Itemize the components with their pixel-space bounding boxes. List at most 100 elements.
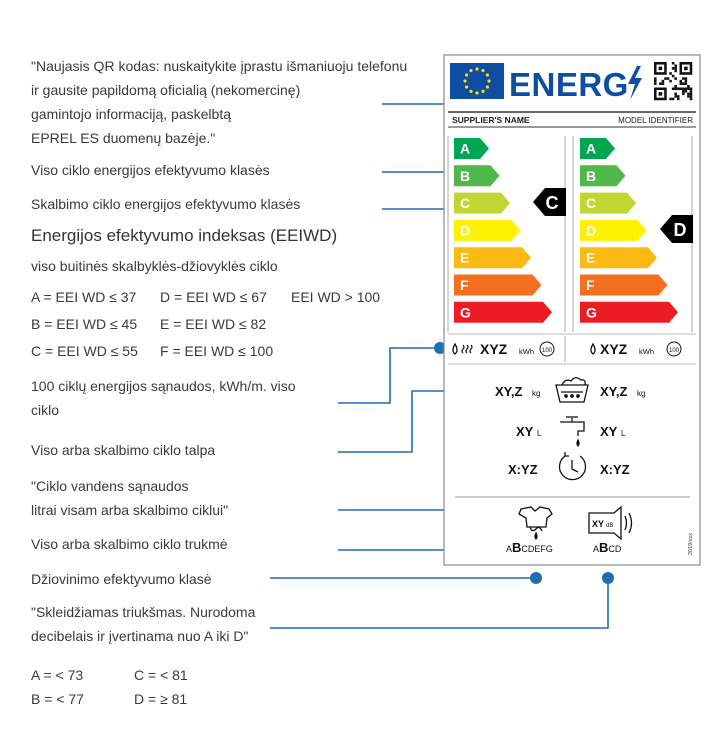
duration-value-full: X:YZ xyxy=(508,462,538,477)
eu-star xyxy=(463,79,467,83)
class-bar-d xyxy=(580,219,647,241)
laundry-basket-icon xyxy=(555,377,589,403)
dot-energy xyxy=(434,342,446,354)
eei-a: A = EEI WD ≤ 37 xyxy=(31,289,137,305)
connector-energy xyxy=(338,347,440,404)
supplier-name: SUPPLIER'S NAME xyxy=(452,115,530,125)
eei-b: B = EEI WD ≤ 45 xyxy=(31,316,138,332)
spin-drying-icon xyxy=(518,506,553,540)
noise-text-line1: "Skleidžiamas triukšmas. Nurodoma xyxy=(31,604,256,620)
water-text-line1: "Ciklo vandens sąnaudos xyxy=(31,478,189,494)
svg-text:XYZ: XYZ xyxy=(480,341,508,357)
class-letter-a: A xyxy=(460,141,470,157)
water-unit-full: L xyxy=(537,429,542,438)
class-letter-f: F xyxy=(586,277,595,293)
eei-e: E = EEI WD ≤ 82 xyxy=(160,316,267,332)
capacity-text: Viso arba skalbimo ciklo talpa xyxy=(31,442,216,458)
svg-text:100: 100 xyxy=(669,348,680,354)
eei-d: D = EEI WD ≤ 67 xyxy=(160,289,267,305)
qr-note-line1: "Naujasis QR kodas: nuskaitykite įprastu… xyxy=(31,58,408,74)
class-bar-b xyxy=(580,165,626,187)
class-letter-f: F xyxy=(460,277,469,293)
eu-star xyxy=(481,69,485,73)
class-bar-a xyxy=(580,138,615,159)
class-scale-full: ABCDEFG xyxy=(454,138,552,323)
regulation-number: 2019/xxx xyxy=(688,533,694,555)
class-bar-d xyxy=(454,219,521,241)
svg-text:100: 100 xyxy=(542,348,553,354)
connector-noise xyxy=(270,578,609,629)
eei-subtitle: viso buitinės skalbyklės-džiovyklės cikl… xyxy=(31,258,278,274)
energy-consumption-wash: XYZ kWh 100 xyxy=(590,341,682,357)
energy-consumption-full: XYZ kWh 100 xyxy=(452,341,555,357)
model-identifier: MODEL IDENTIFIER xyxy=(618,116,693,125)
noise-a: A = < 73 xyxy=(31,667,84,683)
eei-g: EEI WD > 100 xyxy=(291,289,381,305)
energy-label: ENERG SUPPLIER'S NAME MODEL IDENTIFIER A… xyxy=(443,54,701,566)
eu-star xyxy=(485,73,489,77)
noise-db-value: XY xyxy=(592,519,604,529)
clock-icon xyxy=(558,452,587,481)
eu-star xyxy=(469,89,473,93)
spin-scale: ABCDEFG xyxy=(506,540,553,555)
svg-text:D: D xyxy=(674,220,687,240)
water-tap-icon xyxy=(560,416,585,447)
eei-c: C = EEI WD ≤ 55 xyxy=(31,343,138,359)
svg-text:C: C xyxy=(546,193,559,213)
capacity-value-wash: XY,Z xyxy=(600,384,628,399)
class-bar-e xyxy=(454,247,531,269)
class-bar-c xyxy=(580,192,636,214)
class-bar-c xyxy=(454,192,510,214)
capacity-unit-wash: kg xyxy=(637,389,645,398)
class-letter-c: C xyxy=(460,195,470,211)
dot-spin xyxy=(530,572,542,584)
eei-f: F = EEI WD ≤ 100 xyxy=(160,343,274,359)
class-bar-b xyxy=(454,165,500,187)
qr-code-icon xyxy=(654,62,693,101)
speaker-icon xyxy=(588,505,633,541)
class-letter-d: D xyxy=(460,222,470,238)
qr-note-line3: gamintojo informaciją, paskelbtą xyxy=(31,106,231,122)
eu-star xyxy=(481,89,485,93)
eu-star xyxy=(475,67,479,71)
drop-icon xyxy=(452,342,458,355)
class-letter-g: G xyxy=(460,304,471,320)
eu-star xyxy=(475,91,479,95)
class-letter-c: C xyxy=(586,195,596,211)
class-scale-wash: ABCDEFG xyxy=(580,138,678,323)
dot-noise xyxy=(602,572,614,584)
drop-icon xyxy=(590,342,596,355)
class-bar-a xyxy=(454,138,489,159)
full-cycle-class-text: Viso ciklo energijos efektyvumo klasės xyxy=(31,162,270,178)
svg-text:XYZ: XYZ xyxy=(600,341,628,357)
waves-icon xyxy=(461,344,473,354)
class-letter-e: E xyxy=(586,250,595,266)
eu-star xyxy=(487,79,491,83)
energy-text-line2: ciklo xyxy=(31,402,60,418)
class-letter-b: B xyxy=(586,168,596,184)
class-bar-g xyxy=(454,301,552,323)
class-indicator-full: C xyxy=(533,188,566,216)
svg-text:kWh: kWh xyxy=(519,347,534,356)
class-bar-f xyxy=(454,274,542,296)
capacity-unit-full: kg xyxy=(532,389,540,398)
class-bar-e xyxy=(580,247,657,269)
capacity-value-full: XY,Z xyxy=(495,384,523,399)
noise-scale: ABCD xyxy=(593,540,622,555)
duration-text: Viso arba skalbimo ciklo trukmė xyxy=(31,536,228,552)
class-letter-a: A xyxy=(586,141,596,157)
svg-text:kWh: kWh xyxy=(639,347,654,356)
water-value-wash: XY xyxy=(600,424,618,439)
class-letter-g: G xyxy=(586,304,597,320)
noise-c: C = < 81 xyxy=(134,667,188,683)
eu-star xyxy=(465,85,469,89)
eu-star xyxy=(485,85,489,89)
duration-value-wash: X:YZ xyxy=(600,462,630,477)
noise-db-unit: dB xyxy=(606,523,613,529)
wash-cycle-class-text: Skalbimo ciklo energijos efektyvumo klas… xyxy=(31,196,301,212)
water-text-line2: litrai visam arba skalbimo ciklui" xyxy=(31,502,229,518)
eei-title: Energijos efektyvumo indeksas (EEIWD) xyxy=(31,226,338,245)
noise-b: B = < 77 xyxy=(31,691,84,707)
qr-note-line4: EPREL ES duomenų bazėje." xyxy=(31,130,216,146)
